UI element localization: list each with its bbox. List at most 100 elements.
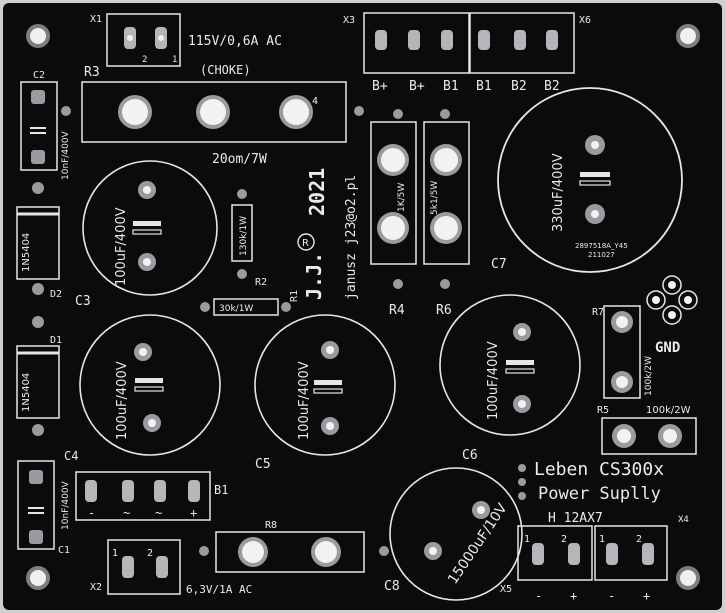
resistor-r4: [370, 109, 417, 289]
resistor-r8: [199, 531, 389, 573]
x2-label: X2: [90, 582, 102, 593]
x5-pin2-label: 2: [561, 534, 567, 545]
r4-label: R4: [389, 303, 405, 318]
gnd-label: GND: [655, 340, 680, 356]
heater-title: H 12AX7: [548, 511, 603, 526]
b1-pin-ac1: ~: [123, 506, 130, 520]
c1-label: C1: [58, 545, 70, 556]
resistor-r5: [601, 417, 697, 455]
capacitor-c4: [79, 314, 221, 456]
b1-pin-ac2: ~: [155, 506, 162, 520]
author-year: 2021: [305, 168, 329, 216]
d2-label: D2: [50, 289, 62, 300]
r7-label: R7: [592, 307, 604, 318]
r8-label: R8: [265, 520, 277, 531]
x5-pin1-label: 1: [524, 534, 530, 545]
registered-mark: [297, 233, 315, 251]
r5-label: R5: [597, 405, 609, 416]
x1-pin2-label: 2: [142, 55, 147, 65]
diode-d1: [16, 316, 60, 436]
resistor-r7: [603, 305, 641, 399]
x6-pin2-label: B2: [511, 79, 527, 94]
connector-x3: [363, 12, 470, 74]
r7-value: 100k/2W: [644, 356, 654, 396]
x6-pin1-label: B1: [476, 79, 492, 94]
x5-label: X5: [500, 584, 512, 595]
r3-value: 20om/7W: [212, 152, 267, 167]
ac-input-label: 115V/0,6A AC: [188, 34, 282, 49]
b1-label: B1: [214, 483, 228, 497]
x6-pin3-label: B2: [544, 79, 560, 94]
c6-value: 100uF/400V: [486, 341, 501, 420]
x3-pin1-label: B+: [372, 79, 388, 94]
x3-label: X3: [343, 15, 355, 26]
x5-minus: -: [535, 589, 542, 603]
c4-side-label: C4: [64, 449, 78, 463]
x3-pin3-label: B1: [443, 79, 459, 94]
diode-d2: [16, 182, 60, 295]
x3-pin2-label: B+: [409, 79, 425, 94]
r1-label: R1: [289, 290, 300, 302]
connector-x6: [469, 12, 575, 74]
capacitor-c5: [254, 314, 396, 456]
resistor-r1: [200, 298, 291, 316]
connector-x2: [107, 539, 181, 595]
c3-value: 100uF/400V: [114, 207, 129, 286]
choke-label: (CHOKE): [200, 63, 251, 77]
x1-pin1-label: 1: [172, 55, 177, 65]
connector-x4: [594, 525, 668, 581]
brand-line2: Power Suplly: [538, 484, 661, 504]
c7-marking: 2897518A_Y45: [575, 242, 628, 250]
x4-minus: -: [608, 589, 615, 603]
c8-label: C8: [384, 579, 400, 594]
brand-line1: Leben CS300x: [534, 459, 664, 480]
c3-label: C3: [75, 294, 91, 309]
r6-label: R6: [436, 303, 452, 318]
c2-value: 10nF/400V: [61, 130, 71, 180]
b1-pin-plus: +: [190, 506, 197, 520]
d1-label: D1: [50, 335, 62, 346]
c1-value: 10nF/400V: [61, 480, 71, 530]
brand-dots: [518, 464, 526, 500]
c4-value: 100uF/400V: [115, 361, 130, 440]
r2-label: R2: [255, 277, 267, 288]
capacitor-c6: [439, 294, 581, 436]
r3-label: R3: [84, 65, 100, 80]
capacitor-c1: [17, 460, 55, 550]
r5-value: 100k/2W: [646, 405, 691, 416]
x2-pin1-label: 1: [112, 548, 118, 559]
c7-label: C7: [491, 257, 507, 272]
registered-letter: R: [302, 238, 309, 249]
x6-label: X6: [579, 15, 591, 26]
capacitor-c7: [497, 87, 683, 273]
r3-resistor: [61, 81, 364, 143]
r2-value: 130k/1W: [239, 216, 249, 256]
x2-value: 6,3V/1A AC: [186, 583, 252, 596]
r1-value: 30k/1W: [219, 304, 253, 314]
capacitor-c2: [20, 81, 58, 171]
resistor-r6: [423, 109, 470, 289]
x4-plus: +: [643, 589, 650, 603]
capacitor-c3: [82, 160, 218, 296]
r4-value: 1K/5W: [397, 183, 407, 212]
gnd-pads: [646, 275, 698, 325]
x5-plus: +: [570, 589, 577, 603]
pcb-substrate: [3, 3, 722, 610]
connector-x5: [517, 525, 593, 581]
c5-label: C5: [255, 457, 271, 472]
bridge-b1: [75, 471, 211, 521]
x1-label: X1: [90, 14, 102, 25]
x2-pin2-label: 2: [147, 548, 153, 559]
x4-pin2-label: 2: [636, 534, 642, 545]
x4-label: X4: [678, 515, 689, 525]
mounting-holes: [26, 24, 700, 590]
x4-pin1-label: 1: [599, 534, 605, 545]
r6-value: 5k1/5W: [430, 181, 440, 215]
d1-value: 1N5404: [21, 373, 32, 412]
c5-value: 100uF/400V: [297, 361, 312, 440]
r3-pin4-label: 4: [312, 96, 318, 107]
c2-label: C2: [33, 70, 45, 81]
connector-x1: [106, 13, 181, 67]
author-initials: J.J.: [302, 252, 326, 300]
